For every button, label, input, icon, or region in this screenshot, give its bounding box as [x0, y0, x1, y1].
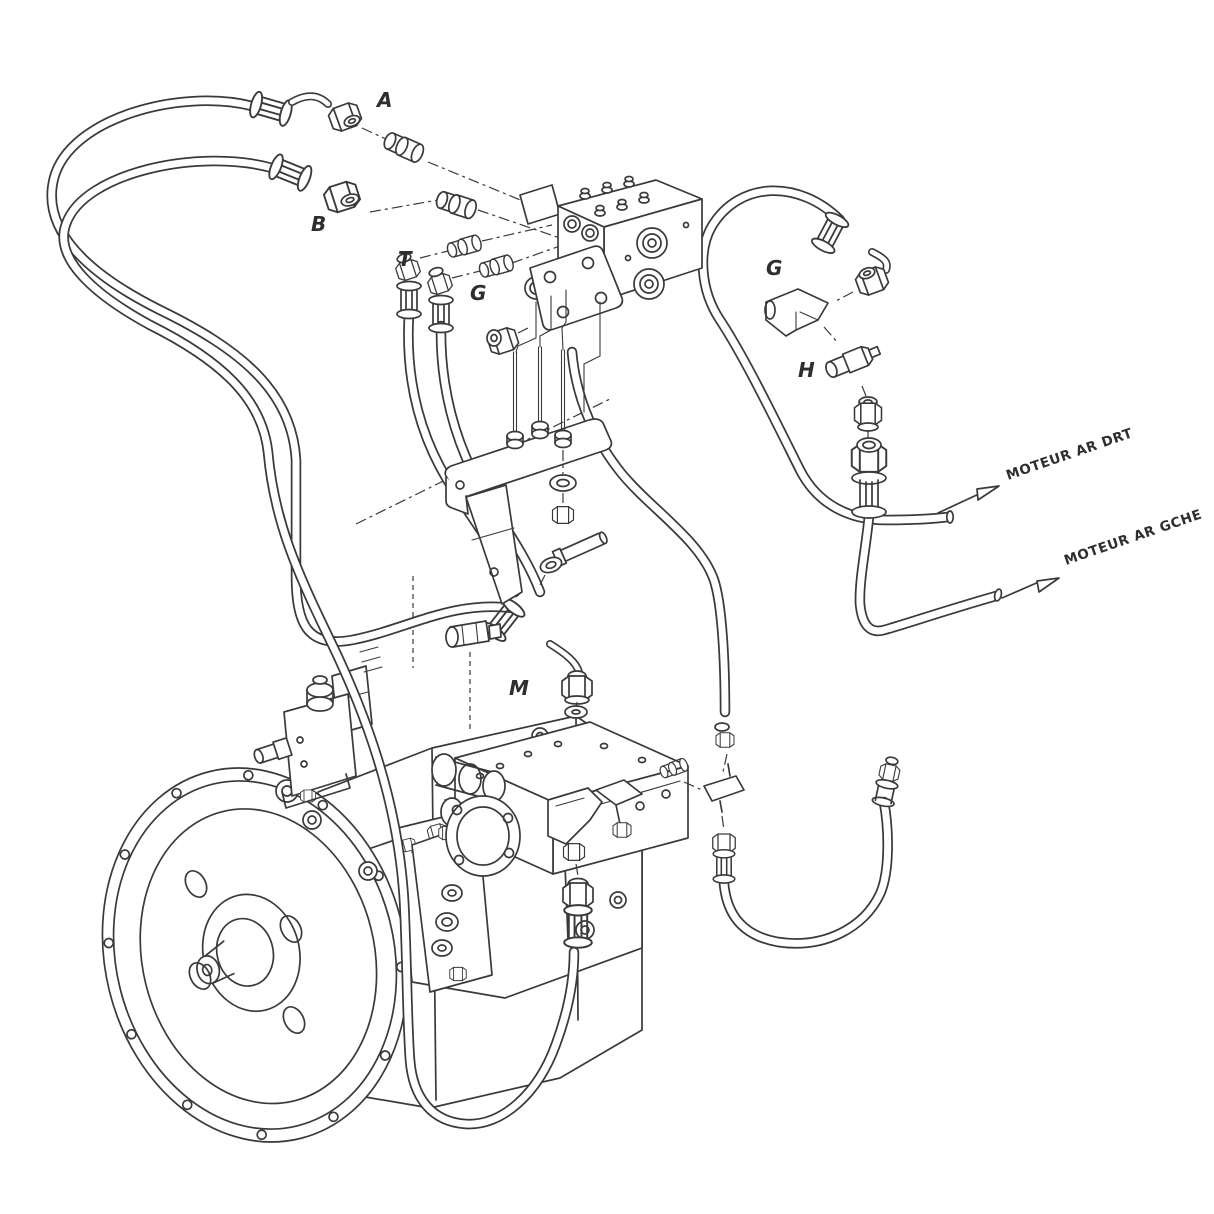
motor-hose-right [697, 185, 955, 526]
bracket-leg [465, 484, 523, 605]
flywheel-assembly [101, 767, 409, 1143]
valve-manifold [485, 175, 703, 413]
lower-fitting-chain [703, 722, 902, 884]
fitting-g-elbow [425, 266, 455, 334]
tee-union [703, 775, 745, 802]
right-fitting-chain [764, 208, 892, 519]
hose-a-swivel-connector [480, 594, 593, 709]
control-valve-block [431, 705, 703, 877]
annotation-motor-rear-right: MOTEUR AR DRT [1004, 425, 1135, 483]
bottom-elbow-fitting [547, 787, 603, 877]
hose-open-end [945, 510, 955, 524]
part-label-h: H [798, 358, 815, 382]
arrow-right-icon [1036, 577, 1060, 593]
port-washer [564, 705, 588, 719]
hex-cap-fitting [485, 324, 531, 358]
manifold-subplate [524, 245, 624, 331]
right-elbow-fitting [595, 779, 643, 838]
hose-swivel-connector [850, 437, 888, 519]
mounting-bracket [444, 346, 613, 605]
annotation-motor-rear-left: MOTEUR AR GCHE [1062, 506, 1204, 568]
hose-b-swivel-connector [562, 877, 594, 949]
pump-mount-flange [445, 795, 521, 877]
motor-hose-left [854, 510, 1003, 637]
fitting-g2-elbow [764, 288, 829, 337]
fitting-h [825, 345, 882, 378]
bracket-hardware-chain [539, 450, 608, 586]
motor-direction-arrows: MOTEUR AR DRT MOTEUR AR GCHE [937, 425, 1204, 599]
fitting-b-hose-end [265, 151, 363, 216]
part-label-m: M [509, 676, 529, 700]
jumper-hose [718, 796, 893, 949]
hose-b [58, 155, 580, 1130]
bracket-bolts [506, 346, 572, 450]
union-nut [853, 396, 883, 432]
part-label-b: B [311, 212, 326, 236]
alignment-marks [359, 646, 383, 673]
part-label-a: A [375, 88, 392, 112]
part-label-g2: G [766, 256, 782, 280]
inline-fitting [445, 620, 502, 648]
part-label-g1: G [470, 281, 486, 305]
solenoid-cap [306, 682, 334, 698]
manifold-top-plugs [579, 175, 650, 217]
pilot-port-fitting [253, 737, 293, 764]
hose-a [46, 95, 518, 647]
fitting-a-hose-end [246, 89, 365, 135]
fitting-t-elbow [393, 252, 423, 320]
arrow-right-icon [976, 485, 1000, 501]
part-labels: A B T G G H M [311, 88, 815, 700]
jumper-hose-end-fitting [871, 756, 902, 808]
part-label-t: T [398, 247, 413, 271]
hose-open-end [993, 588, 1003, 602]
swivel-nut [852, 263, 892, 299]
